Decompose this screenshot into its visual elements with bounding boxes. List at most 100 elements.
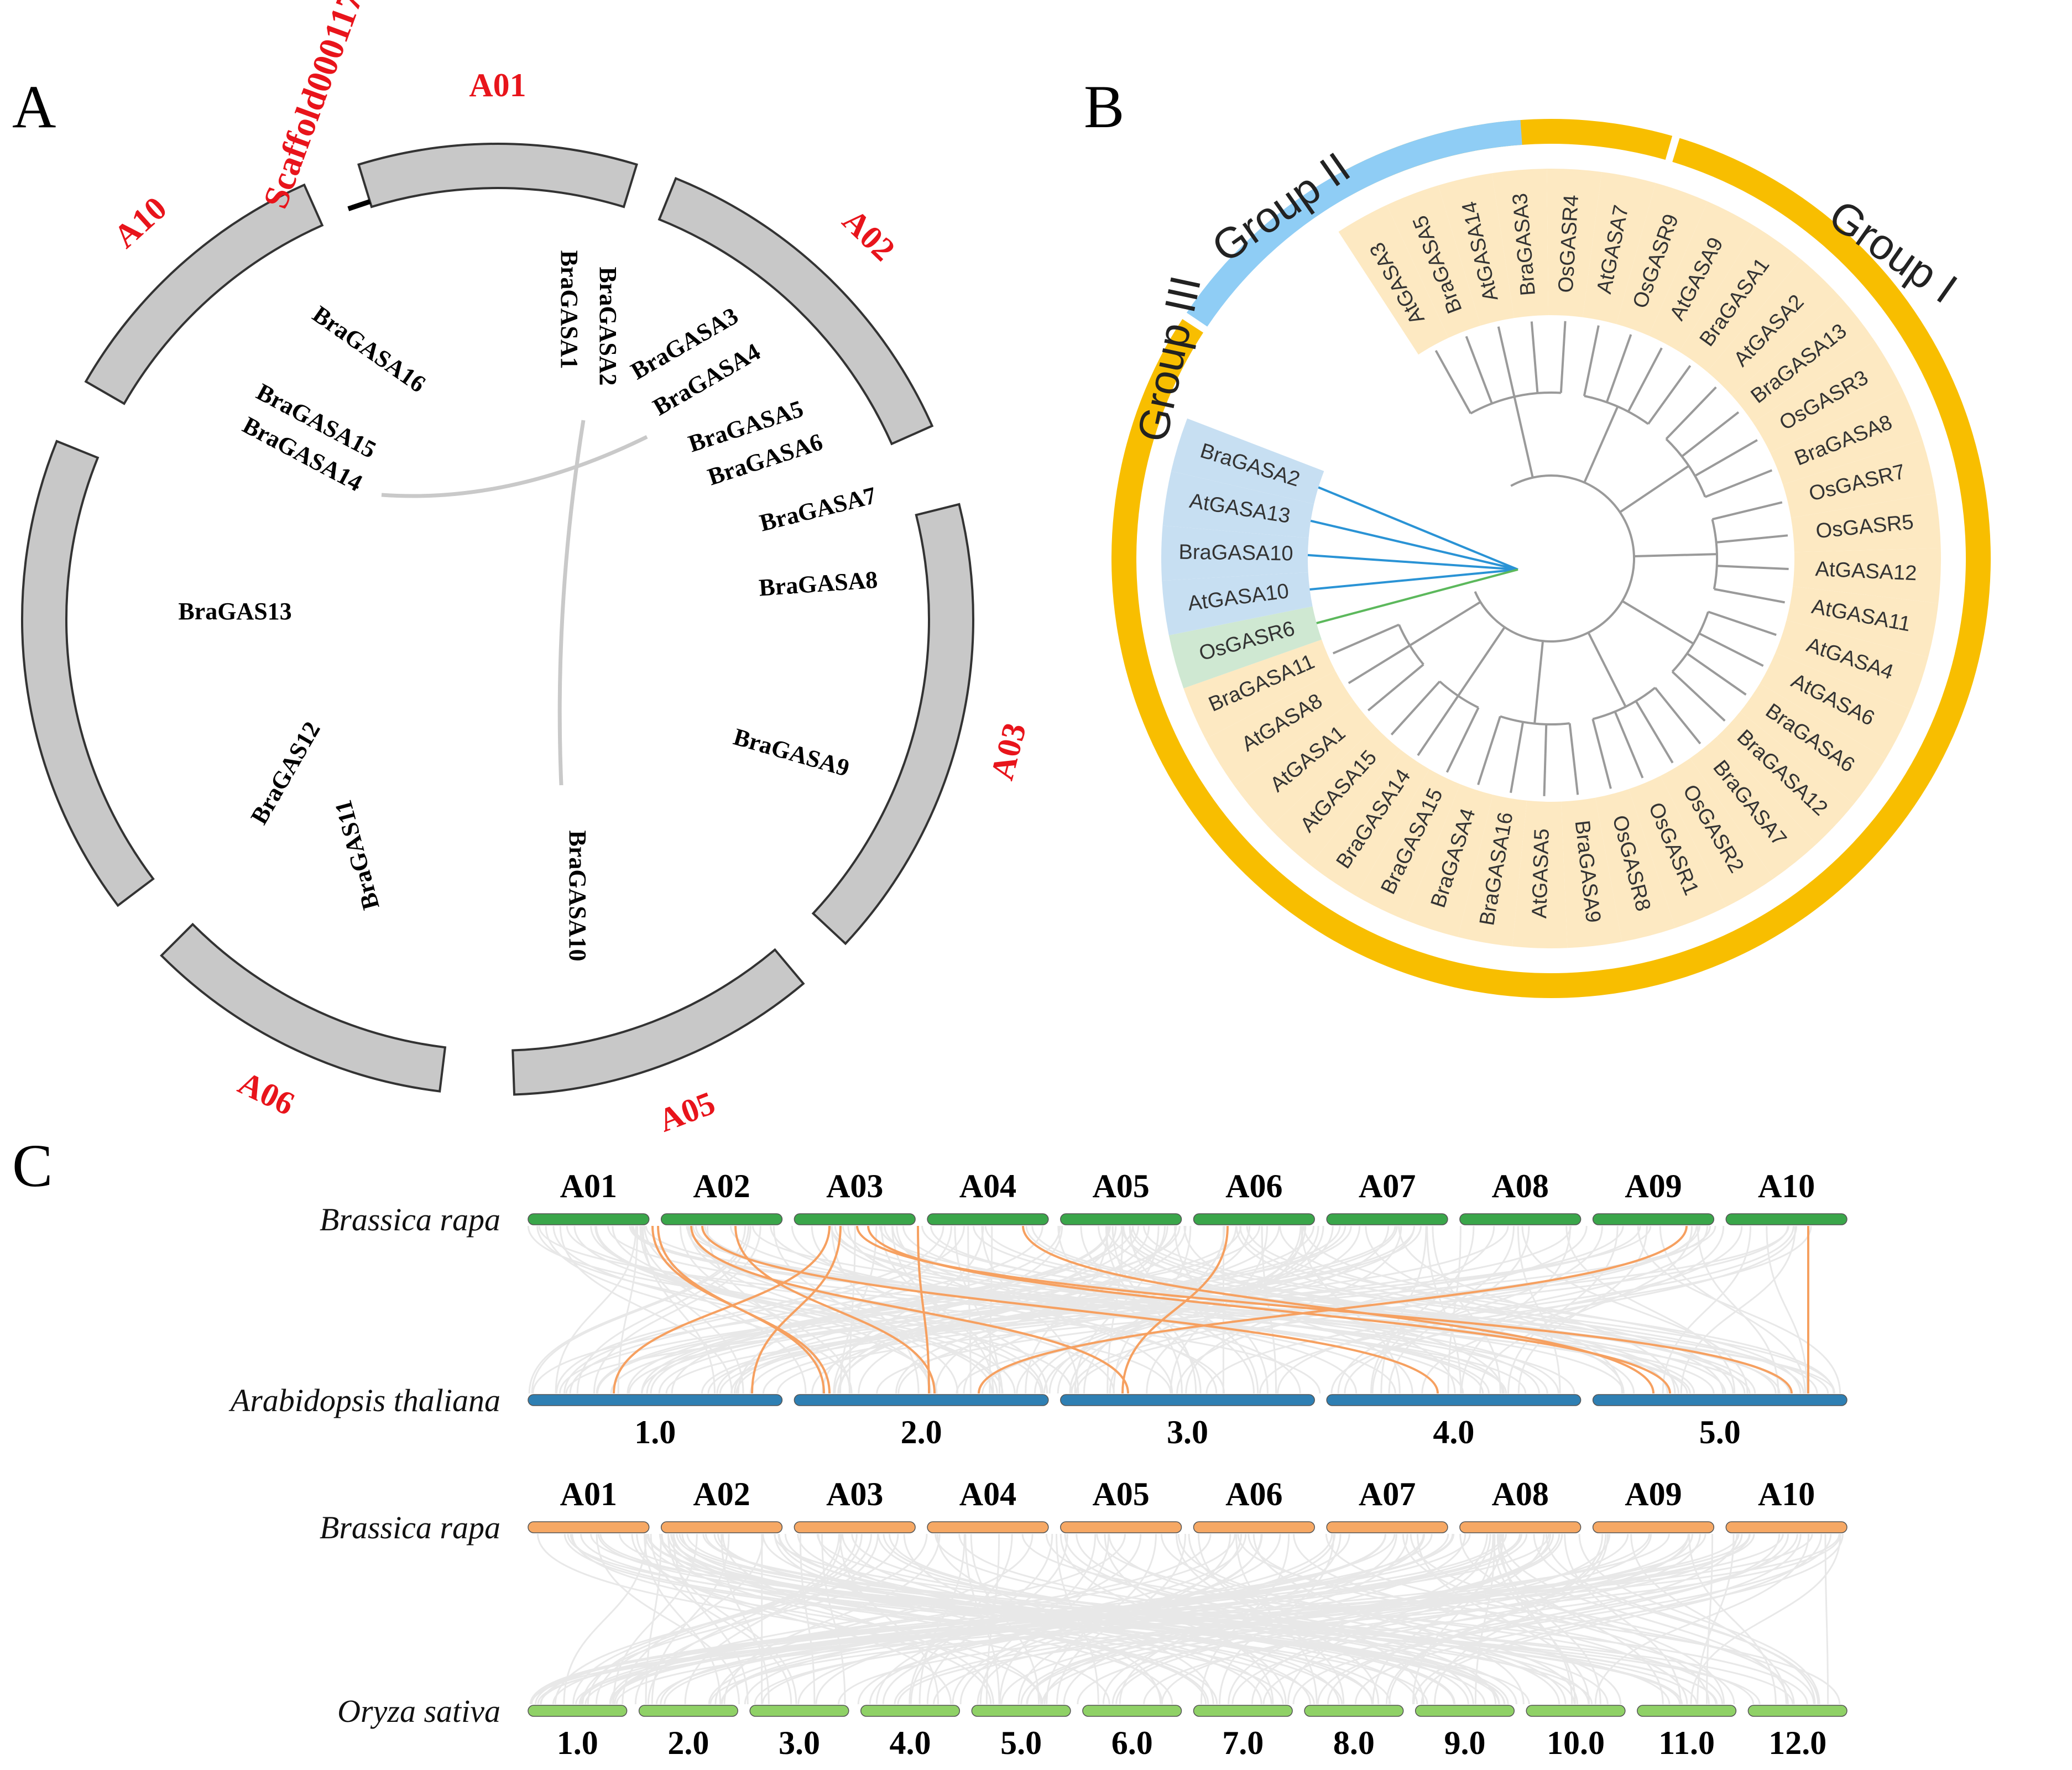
- leaf-band: [1512, 800, 1568, 948]
- group-2-ring: [1186, 119, 1522, 327]
- leaf-band: [1740, 683, 1886, 804]
- track-label: 8.0: [1333, 1725, 1375, 1761]
- background-link: [909, 1533, 1013, 1705]
- track-segment: [1526, 1705, 1626, 1717]
- track-label: A10: [1758, 1476, 1815, 1512]
- gene-label-bragasa9: BraGASA9: [730, 723, 852, 782]
- background-link: [1277, 1225, 1709, 1394]
- branch: [1621, 600, 1694, 645]
- chromosome-label-a06: A06: [233, 1064, 300, 1122]
- background-link: [1426, 1225, 1462, 1394]
- background-link: [563, 1533, 1284, 1705]
- track-segment: [638, 1705, 738, 1717]
- highlight-link: [978, 1225, 1688, 1394]
- leaf-band: [1234, 700, 1376, 828]
- track-segment: [1326, 1394, 1582, 1406]
- background-link: [631, 1533, 992, 1705]
- background-link: [1188, 1533, 1424, 1705]
- background-link: [563, 1225, 965, 1394]
- background-link: [837, 1533, 1751, 1705]
- background-link: [999, 1533, 1110, 1705]
- leaf-band: [1547, 169, 1602, 317]
- background-link: [1076, 1533, 1497, 1705]
- leaf-band: [1775, 620, 1928, 710]
- branch: [1390, 680, 1441, 735]
- branch: [1477, 716, 1501, 785]
- branch: [1671, 671, 1726, 722]
- panel-label-c: C: [12, 1132, 53, 1199]
- gene-label-bragas13: BraGAS13: [178, 598, 291, 625]
- background-link: [1545, 1533, 1816, 1705]
- background-link: [1325, 1533, 1815, 1705]
- leaf-band: [1386, 185, 1481, 338]
- background-link: [659, 1533, 1207, 1705]
- background-link: [1026, 1533, 1652, 1705]
- track-segment: [1592, 1394, 1847, 1406]
- species-label-brassica-rapa: Brassica rapa: [320, 1202, 500, 1238]
- branch: [1409, 601, 1481, 646]
- background-link: [839, 1533, 940, 1705]
- background-link: [921, 1225, 1781, 1394]
- background-link: [536, 1533, 1043, 1705]
- background-link: [1479, 1225, 1693, 1394]
- background-link: [593, 1225, 761, 1394]
- background-link: [1594, 1533, 1810, 1705]
- background-link: [563, 1533, 648, 1705]
- track-segment: [1725, 1521, 1847, 1533]
- synteny-link: [381, 435, 648, 498]
- leaf-band: [1583, 171, 1656, 325]
- track-segment: [660, 1213, 783, 1225]
- background-link: [799, 1533, 816, 1705]
- background-link: [684, 1533, 842, 1705]
- track-segment: [1459, 1213, 1582, 1225]
- chromosome-label-a02: A02: [836, 202, 902, 268]
- background-link: [1421, 1533, 1823, 1705]
- background-link: [641, 1225, 1111, 1394]
- highlight-link: [1121, 1225, 1229, 1394]
- branch: [1681, 411, 1740, 457]
- background-link: [610, 1225, 1341, 1394]
- leaf-band: [1161, 525, 1309, 581]
- group-label-2: Group II: [1203, 143, 1359, 272]
- gene-label-bragasa8: BraGASA8: [758, 566, 879, 602]
- background-link: [1021, 1533, 1808, 1705]
- group-3-branch: [1316, 568, 1518, 624]
- background-link: [1533, 1533, 1819, 1705]
- background-link: [612, 1533, 1212, 1705]
- background-links: [529, 1533, 1844, 1705]
- background-link: [676, 1533, 1593, 1705]
- chromosome-a01: [357, 143, 638, 208]
- branch: [1543, 724, 1548, 796]
- group-2-branch: [1310, 520, 1518, 571]
- branch: [1474, 474, 1635, 643]
- scaffold-segment: [347, 199, 371, 211]
- leaf-band: [1783, 440, 1936, 518]
- background-link: [529, 1533, 1454, 1705]
- branch: [1439, 680, 1479, 709]
- track-segment: [528, 1521, 650, 1533]
- track-segment: [927, 1521, 1049, 1533]
- branch: [1635, 700, 1674, 764]
- background-link: [658, 1225, 1346, 1394]
- track-segment: [528, 1213, 650, 1225]
- highlight-link: [734, 1225, 936, 1394]
- branch: [1627, 347, 1663, 413]
- gene-label-bragasa1: BraGASA1: [556, 250, 583, 369]
- background-link: [660, 1533, 1386, 1705]
- background-link: [811, 1225, 1280, 1394]
- background-link: [834, 1225, 1505, 1394]
- background-link: [1498, 1533, 1664, 1705]
- track-label: 1.0: [634, 1414, 676, 1450]
- track-segment: [1193, 1213, 1315, 1225]
- background-link: [847, 1225, 1218, 1394]
- background-link: [1517, 1225, 1561, 1394]
- background-link: [1102, 1533, 1408, 1705]
- track-segment: [971, 1705, 1071, 1717]
- background-link: [1034, 1225, 1334, 1394]
- background-link: [1239, 1225, 1724, 1394]
- branch: [1716, 534, 1788, 544]
- background-link: [1344, 1225, 1743, 1394]
- species-label-arabidopsis-thaliana: Arabidopsis thaliana: [228, 1382, 500, 1418]
